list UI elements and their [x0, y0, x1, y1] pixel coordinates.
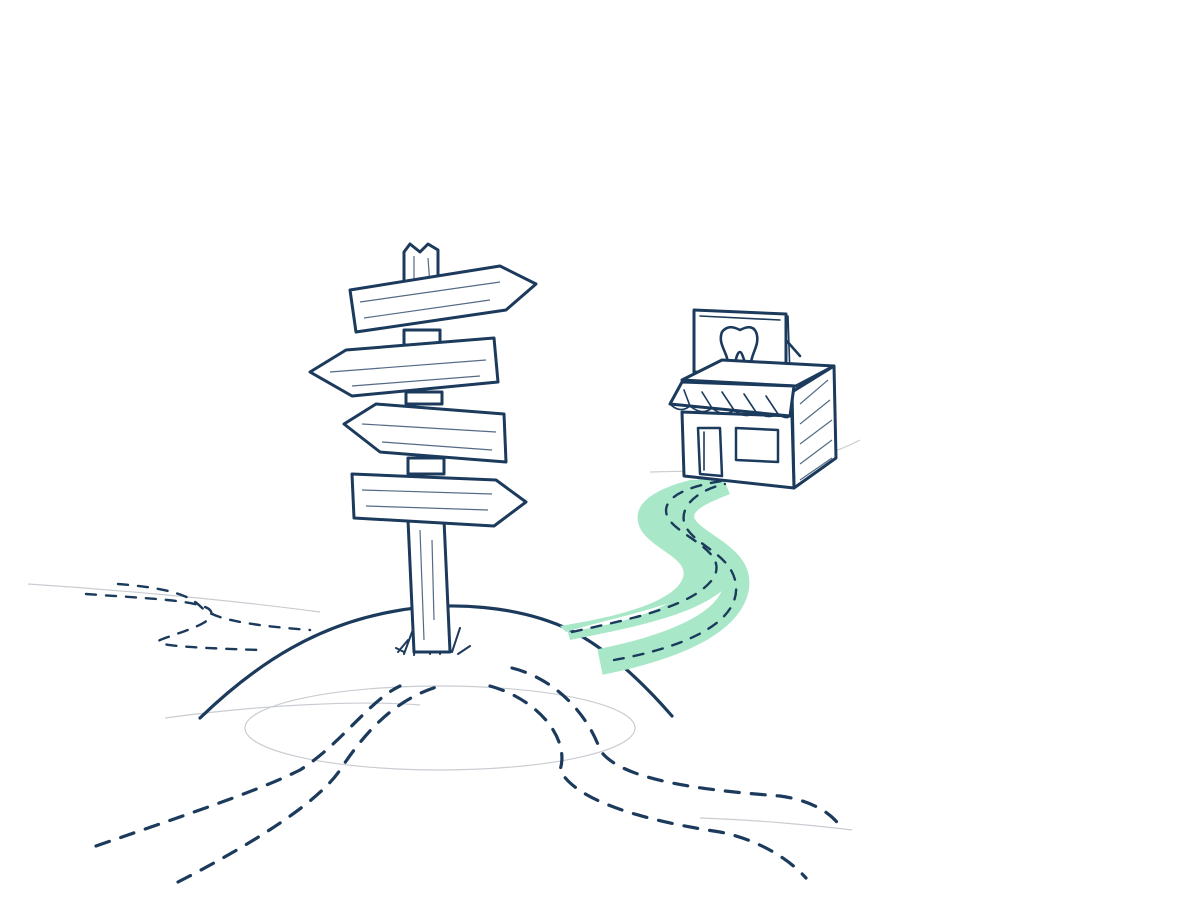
dashed-trails — [84, 582, 842, 884]
sign-board-4 — [350, 472, 528, 528]
sign-board-1 — [348, 264, 538, 334]
sign-board-3 — [342, 402, 508, 464]
green-path-to-dentist — [560, 469, 750, 675]
sign-board-2 — [308, 336, 500, 398]
signpost — [308, 242, 538, 654]
dental-office — [668, 308, 838, 490]
